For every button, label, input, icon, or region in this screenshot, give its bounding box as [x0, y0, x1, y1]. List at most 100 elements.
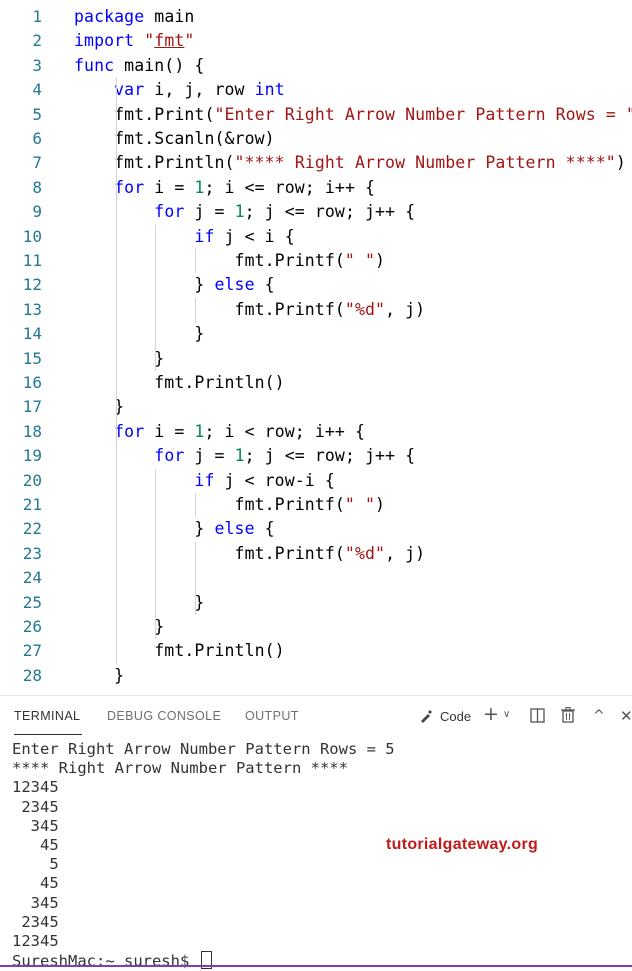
prompt-text: SureshMac:~ suresh$: [12, 952, 199, 971]
watermark-logo: tutorialgateway.org: [386, 836, 539, 853]
line-number: 28: [22, 665, 42, 685]
line-number: 24: [22, 568, 42, 588]
code-line[interactable]: 6 fmt.Scanln(&row): [0, 127, 632, 151]
code-text: for j = 1; j <= row; j++ {: [74, 200, 415, 224]
code-text: } else {: [74, 517, 275, 541]
code-token: i =: [144, 177, 195, 197]
line-number: 4: [32, 80, 42, 100]
code-token: j < row-i {: [214, 470, 335, 490]
code-line[interactable]: 19 for j = 1; j <= row; j++ {: [0, 444, 632, 468]
line-number: 19: [22, 446, 42, 466]
code-token: for: [154, 202, 185, 222]
code-text: fmt.Print("Enter Right Arrow Number Patt…: [74, 103, 632, 127]
line-number: 13: [22, 299, 42, 319]
indent-guide: [195, 297, 197, 323]
line-number: 23: [22, 543, 42, 563]
code-token: , j): [385, 543, 426, 563]
code-line[interactable]: 23 fmt.Printf("%d", j): [0, 542, 632, 566]
code-token: for: [154, 446, 185, 466]
code-token: j < i {: [214, 226, 295, 246]
code-text: for j = 1; j <= row; j++ {: [74, 444, 415, 468]
line-number: 14: [22, 324, 42, 344]
line-number: 26: [22, 617, 42, 636]
terminal-line: 2345: [12, 912, 59, 931]
code-text: fmt.Printf(" "): [74, 493, 385, 517]
code-line[interactable]: 5 fmt.Print("Enter Right Arrow Number Pa…: [0, 103, 632, 127]
code-line[interactable]: 13 fmt.Printf("%d", j): [0, 298, 632, 322]
code-line[interactable]: 10 if j < i {: [0, 225, 632, 249]
code-line[interactable]: 17 }: [0, 395, 632, 419]
tab-output[interactable]: OUTPUT: [245, 709, 299, 723]
close-panel-icon[interactable]: ✕: [620, 707, 632, 725]
code-token: if: [194, 226, 215, 246]
code-line[interactable]: 4 var i, j, row int: [0, 78, 632, 102]
code-line[interactable]: 14 }: [0, 322, 632, 346]
code-line[interactable]: 18 for i = 1; i < row; i++ {: [0, 420, 632, 444]
terminal-prompt[interactable]: SureshMac:~ suresh$: [12, 951, 212, 970]
code-text: }: [74, 615, 164, 639]
shell-label[interactable]: Code: [440, 709, 472, 724]
code-line[interactable]: 20 if j < row-i {: [0, 469, 632, 493]
line-number: 22: [22, 519, 42, 539]
code-line[interactable]: 27 fmt.Println(): [0, 639, 632, 663]
code-token: main: [144, 7, 195, 26]
code-text: }: [74, 664, 124, 688]
code-token: }: [74, 397, 125, 417]
terminal-line: 345: [12, 816, 59, 835]
code-line[interactable]: 28 }: [0, 664, 632, 688]
line-number: 2: [32, 31, 42, 51]
code-line[interactable]: 26 }: [0, 615, 632, 639]
code-text: fmt.Println("**** Right Arrow Number Pat…: [74, 151, 626, 175]
code-token: [74, 80, 114, 99]
line-number: 6: [32, 129, 42, 148]
code-line[interactable]: 7 fmt.Println("**** Right Arrow Number P…: [0, 151, 632, 175]
line-number: 11: [22, 251, 42, 270]
indent-guide: [115, 78, 117, 664]
code-token: ": [144, 31, 155, 51]
chevron-down-icon[interactable]: ∨: [503, 709, 511, 720]
code-token: [74, 471, 194, 490]
code-line[interactable]: 11 fmt.Printf(" "): [0, 249, 632, 273]
code-token: for: [114, 421, 145, 441]
code-line[interactable]: 21 fmt.Printf(" "): [0, 493, 632, 517]
code-line[interactable]: 22 } else {: [0, 517, 632, 541]
code-line[interactable]: 16 fmt.Println(): [0, 371, 632, 395]
code-line[interactable]: 25 }: [0, 591, 632, 615]
code-token: [134, 31, 144, 50]
code-line[interactable]: 8 for i = 1; i <= row; i++ {: [0, 176, 632, 200]
maximize-panel-icon[interactable]: ^: [593, 708, 605, 724]
code-token: " ": [344, 495, 376, 514]
code-token: fmt.Println(): [74, 641, 285, 661]
split-terminal-icon[interactable]: [530, 708, 545, 727]
code-token: else: [214, 519, 255, 539]
trash-icon[interactable]: [561, 706, 575, 727]
status-bar-edge: [0, 965, 632, 967]
active-tab-indicator: [14, 734, 82, 735]
code-token: [74, 178, 114, 197]
code-text: fmt.Printf("%d", j): [74, 298, 426, 322]
code-line[interactable]: 12 } else {: [0, 273, 632, 297]
code-token: for: [114, 177, 145, 197]
terminal-output[interactable]: tutorialgateway.org Enter Right Arrow Nu…: [0, 740, 632, 970]
code-line[interactable]: 15 }: [0, 347, 632, 371]
code-text: }: [74, 395, 124, 419]
terminal-line: 2345: [12, 797, 59, 816]
tab-terminal[interactable]: TERMINAL: [14, 709, 81, 723]
tab-debug-console[interactable]: DEBUG CONSOLE: [107, 709, 222, 723]
code-line[interactable]: 24: [0, 566, 632, 590]
line-number: 12: [22, 275, 42, 295]
code-token: , j): [385, 299, 426, 319]
terminal-line: **** Right Arrow Number Pattern ****: [12, 759, 348, 778]
line-number: 20: [22, 470, 42, 490]
code-token: {: [254, 519, 275, 539]
new-terminal-plus-icon[interactable]: +: [483, 703, 499, 725]
code-line[interactable]: 9 for j = 1; j <= row; j++ {: [0, 200, 632, 224]
indent-guide: [195, 541, 197, 615]
indent-guide: [155, 224, 157, 371]
code-token: ": [184, 31, 195, 51]
code-token: fmt.Print(: [74, 104, 215, 124]
